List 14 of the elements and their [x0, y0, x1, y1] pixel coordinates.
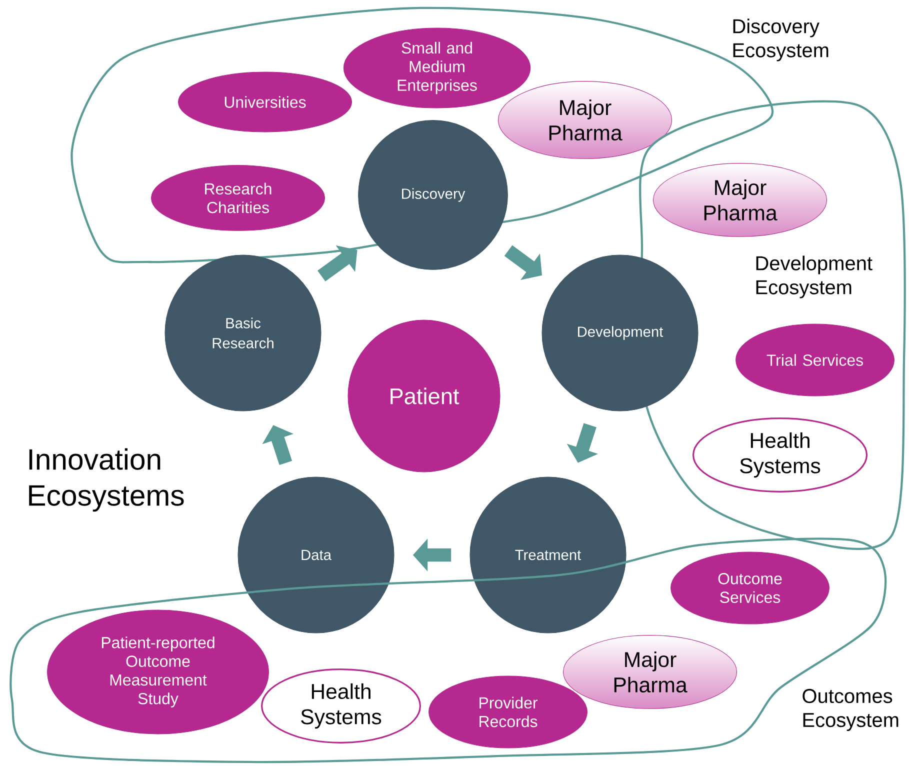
ellipse-node: Health Systems — [261, 668, 421, 744]
ellipse-node: Major Pharma — [498, 81, 672, 159]
ellipse-node: Small and Medium Enterprises — [343, 28, 531, 108]
ellipse-node: Trial Services — [736, 324, 894, 396]
ellipse-node: Major Pharma — [563, 635, 738, 709]
title-label: Innovation Ecosystems — [29, 448, 184, 512]
ellipse-node: Patient-reported Outcome Measurement Study — [47, 610, 269, 734]
block-arrow — [318, 245, 358, 282]
ellipse-node: Research Charities — [151, 165, 326, 231]
ellipse-node: Major Pharma — [653, 163, 828, 237]
ellipse-node: Provider Records — [428, 676, 588, 748]
ellipse-node: Universities — [178, 72, 352, 132]
ellipse-node: Outcome Services — [670, 552, 830, 624]
ellipse-node: Health Systems — [692, 418, 868, 492]
